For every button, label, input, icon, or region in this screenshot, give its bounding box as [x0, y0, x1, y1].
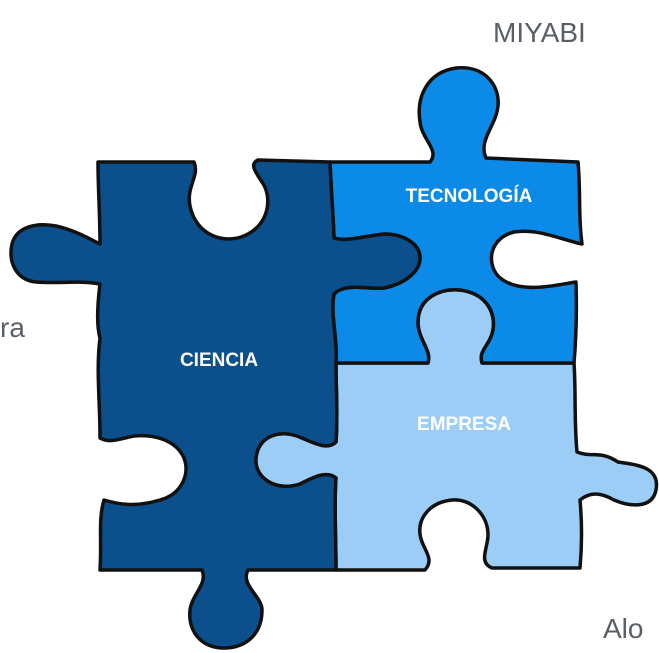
- puzzle-piece-ciencia: [9, 158, 422, 650]
- label-empresa: EMPRESA: [417, 414, 511, 435]
- label-ciencia: CIENCIA: [180, 350, 258, 371]
- corner-title: MIYABI: [493, 17, 586, 48]
- label-tecnologia: TECNOLOGÍA: [406, 185, 533, 207]
- bottom-text-fragment: Alo: [603, 613, 643, 644]
- left-text-fragment: ra: [0, 312, 25, 343]
